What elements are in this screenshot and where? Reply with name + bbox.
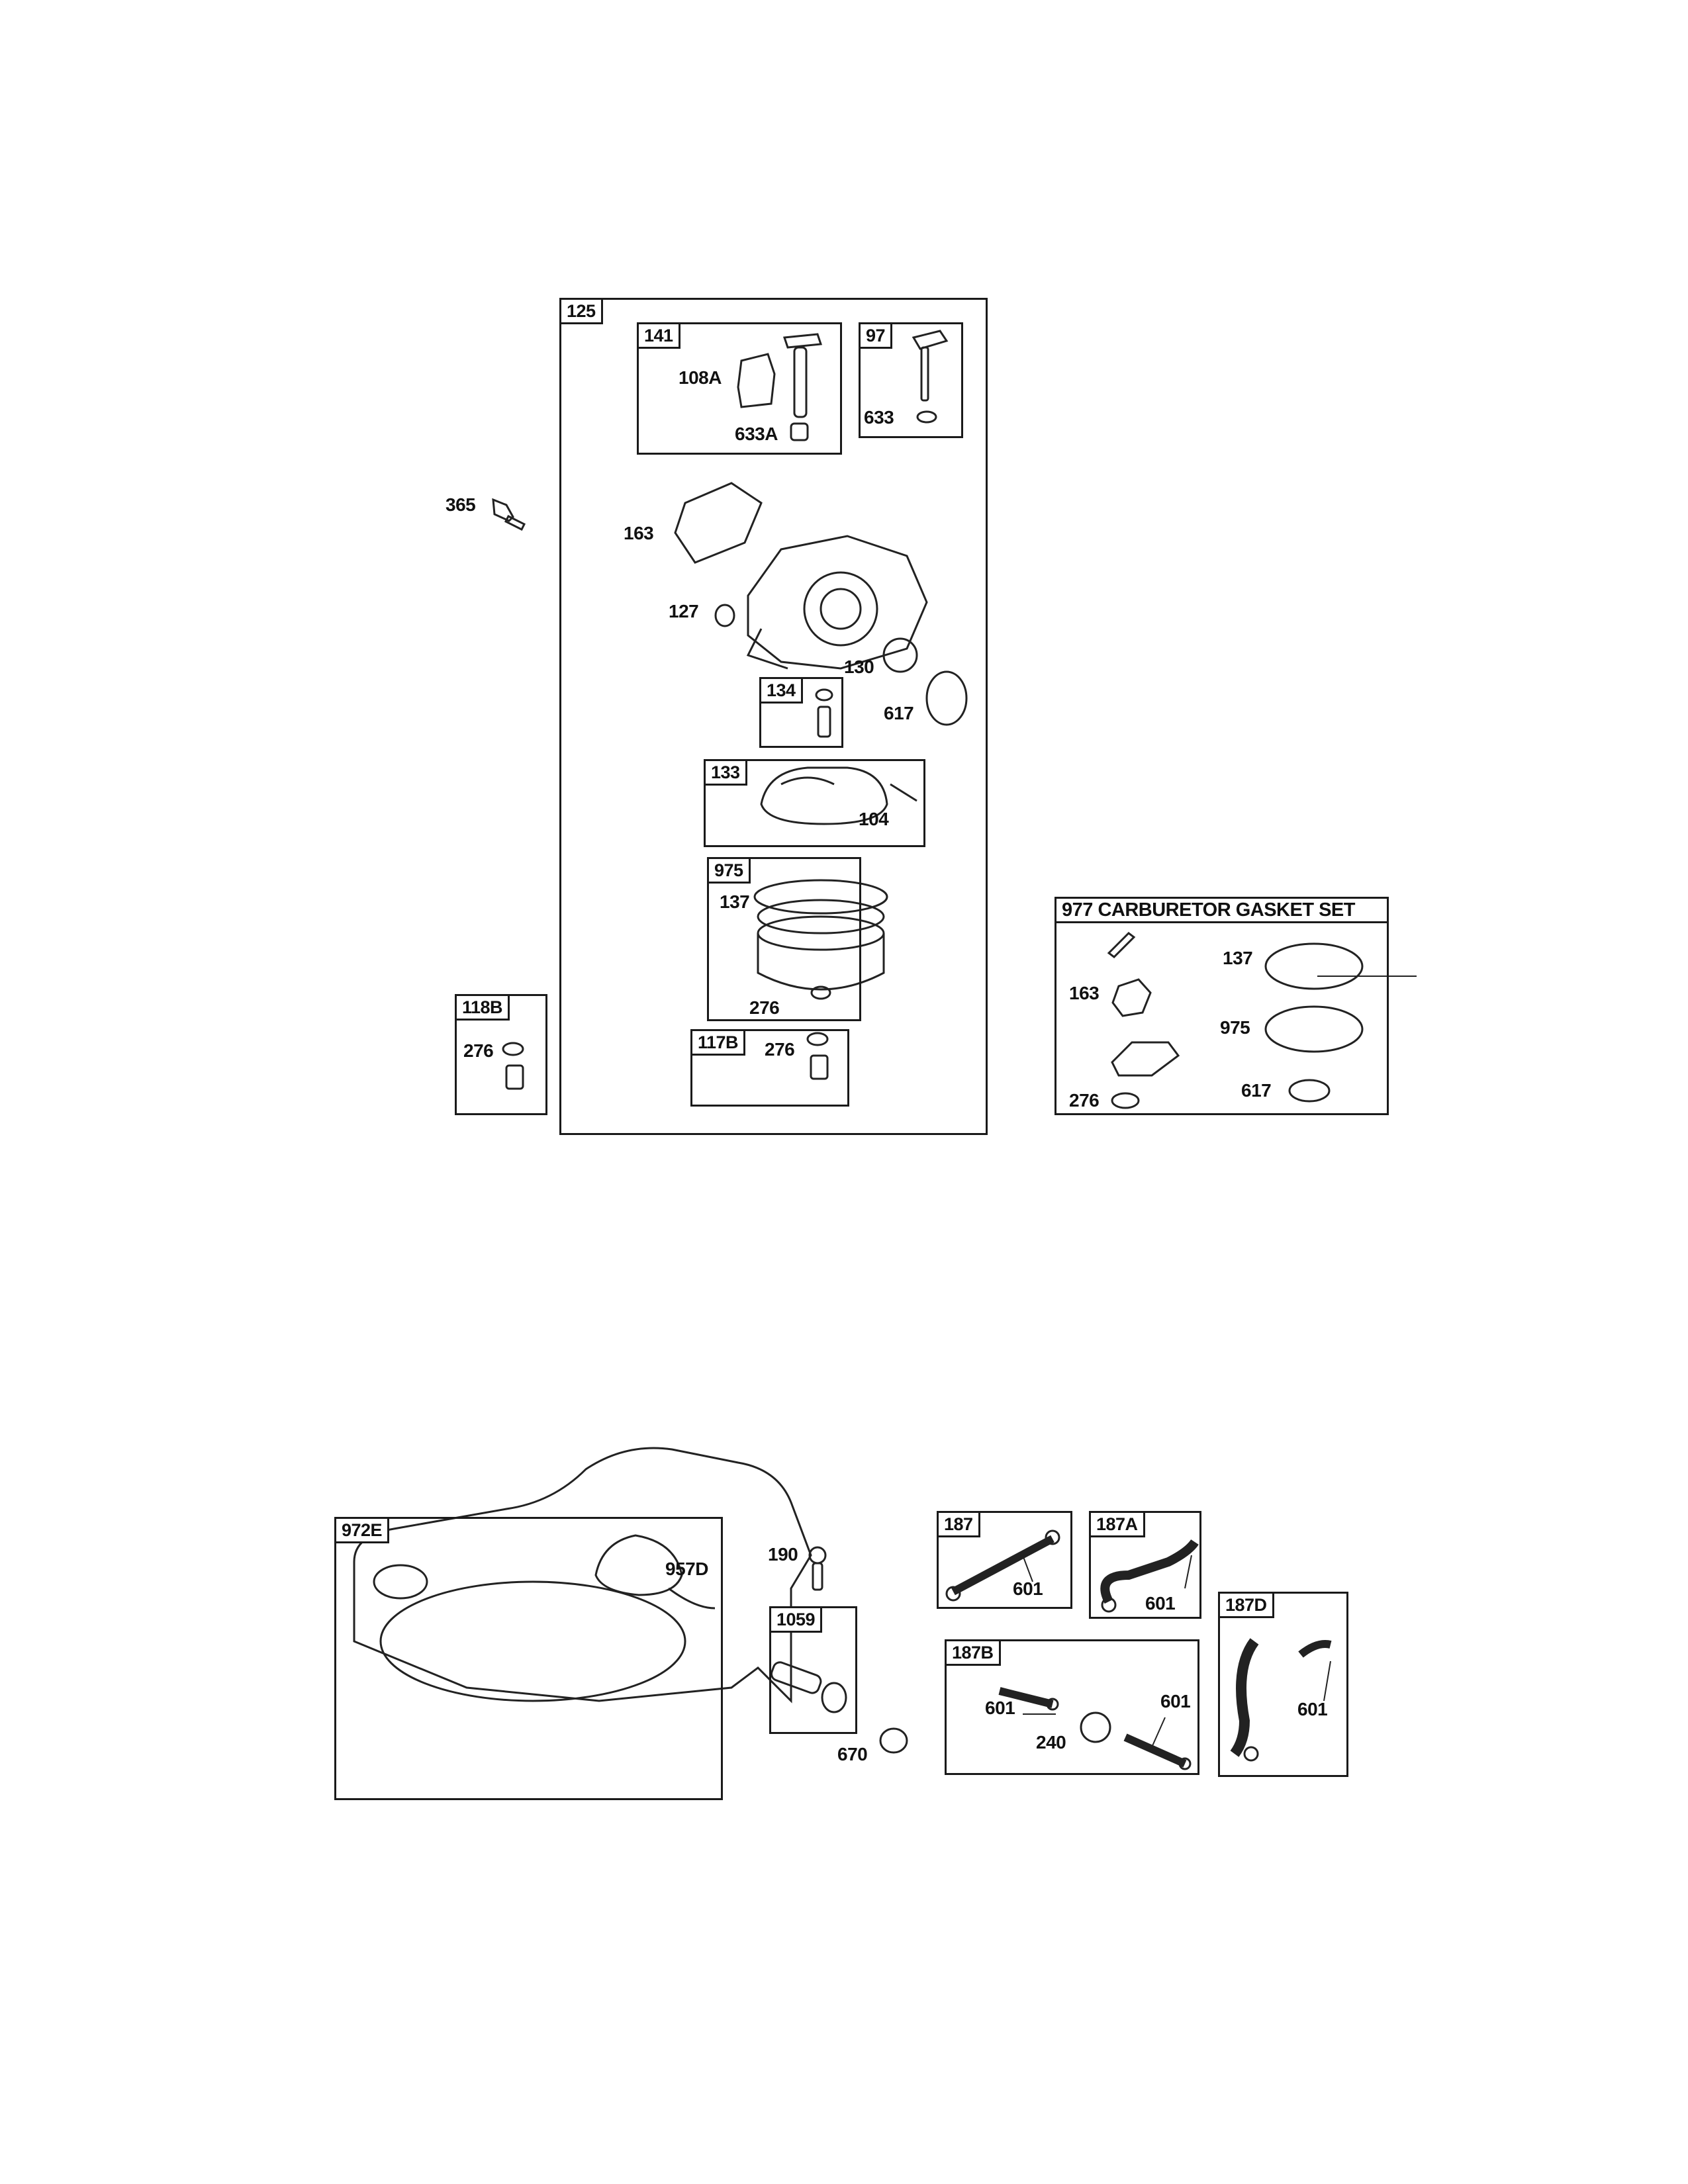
callout-670: 670 [837,1744,868,1764]
assembly-box-187: 187 [937,1511,1072,1609]
assembly-box-125: 125 [559,298,988,1135]
callout-633: 633 [864,407,894,428]
callout-163: 163 [624,523,654,543]
assembly-tag-187D: 187D [1220,1594,1274,1618]
assembly-box-133: 133 [704,759,925,847]
assembly-box-187A: 187A [1089,1511,1201,1619]
assembly-tag-133: 133 [706,761,747,786]
assembly-tag-187B: 187B [947,1641,1001,1666]
assembly-tag-187A: 187A [1091,1513,1145,1537]
callout-957D: 957D [665,1559,708,1579]
assembly-box-187B: 187B [945,1639,1199,1775]
callout-601-187B-left: 601 [985,1698,1015,1718]
assembly-box-134: 134 [759,677,843,748]
screw-365-icon [492,498,526,531]
callout-633A: 633A [735,424,778,444]
callout-kit-276: 276 [1069,1090,1100,1111]
callout-108A: 108A [679,367,722,388]
assembly-tag-187: 187 [939,1513,980,1537]
assembly-box-118B: 118B [455,994,547,1115]
assembly-box-187D: 187D [1218,1592,1348,1777]
gasket-set-title: 977 CARBURETOR GASKET SET [1056,899,1387,923]
assembly-tag-97: 97 [861,324,893,349]
assembly-box-141: 141 [637,322,842,455]
assembly-tag-134: 134 [761,679,803,704]
assembly-tag-125: 125 [561,300,603,324]
callout-601-187: 601 [1013,1578,1043,1599]
callout-601-187A: 601 [1145,1593,1176,1614]
fitting-190-icon [808,1546,827,1591]
callout-130: 130 [844,657,874,677]
callout-kit-137: 137 [1223,948,1253,968]
assembly-box-1059: 1059 [769,1606,857,1734]
sleeve-670-icon [879,1727,908,1754]
callout-137: 137 [720,891,750,912]
assembly-box-97: 97 [859,322,963,438]
callout-kit-975: 975 [1220,1017,1250,1038]
assembly-tag-975: 975 [709,859,751,884]
assembly-tag-1059: 1059 [771,1608,823,1633]
callout-104: 104 [859,809,889,829]
gasket-set-box-977: 977 CARBURETOR GASKET SET [1055,897,1389,1115]
callout-kit-617: 617 [1241,1080,1272,1101]
callout-kit-163: 163 [1069,983,1100,1003]
assembly-tag-972E: 972E [336,1519,390,1543]
assembly-box-972E: 972E [334,1517,723,1800]
callout-617: 617 [884,703,914,723]
callout-240: 240 [1036,1732,1066,1752]
callout-365: 365 [445,494,476,515]
callout-601-187B-right: 601 [1160,1691,1191,1711]
callout-127: 127 [669,601,699,621]
callout-276-bowl: 276 [749,997,780,1018]
callout-601-187D: 601 [1297,1699,1328,1719]
assembly-tag-118B: 118B [457,996,510,1021]
assembly-box-117B: 117B [690,1029,849,1107]
assembly-box-975: 975 [707,857,861,1021]
callout-276-118B: 276 [463,1040,494,1061]
callout-190: 190 [768,1544,798,1565]
assembly-tag-141: 141 [639,324,680,349]
callout-276-117B: 276 [765,1039,795,1060]
assembly-tag-117B: 117B [692,1031,746,1056]
